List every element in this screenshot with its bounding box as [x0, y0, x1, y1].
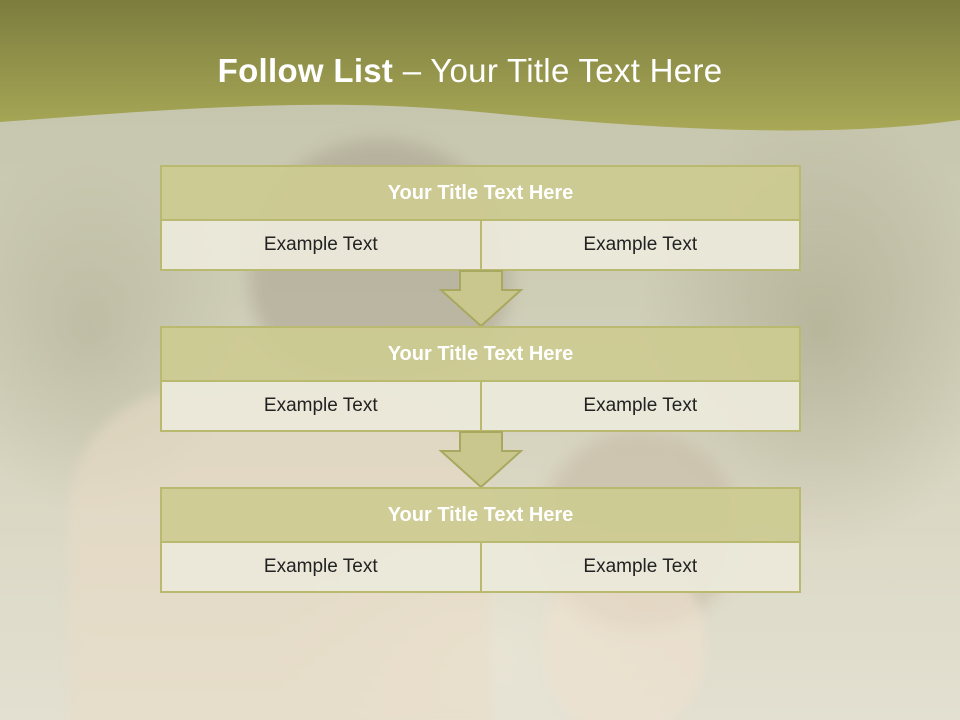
header-band — [0, 0, 960, 131]
step-right-text: Example Text — [481, 382, 801, 432]
step-title: Your Title Text Here — [160, 487, 801, 543]
down-arrow-icon — [438, 431, 524, 489]
step-block-2: Your Title Text Here Example Text Exampl… — [160, 326, 801, 432]
slide-title-rest: – Your Title Text Here — [393, 52, 723, 89]
slide-title: Follow List – Your Title Text Here — [0, 52, 940, 90]
step-left-text: Example Text — [160, 221, 482, 271]
slide-title-strong: Follow List — [217, 52, 394, 89]
step-row: Example Text Example Text — [160, 382, 801, 432]
step-right-text: Example Text — [481, 221, 801, 271]
step-title: Your Title Text Here — [160, 326, 801, 382]
step-left-text: Example Text — [160, 543, 482, 593]
step-title: Your Title Text Here — [160, 165, 801, 221]
step-row: Example Text Example Text — [160, 543, 801, 593]
step-left-text: Example Text — [160, 382, 482, 432]
step-right-text: Example Text — [481, 543, 801, 593]
step-block-3: Your Title Text Here Example Text Exampl… — [160, 487, 801, 593]
step-block-1: Your Title Text Here Example Text Exampl… — [160, 165, 801, 271]
down-arrow-icon — [438, 270, 524, 328]
step-row: Example Text Example Text — [160, 221, 801, 271]
